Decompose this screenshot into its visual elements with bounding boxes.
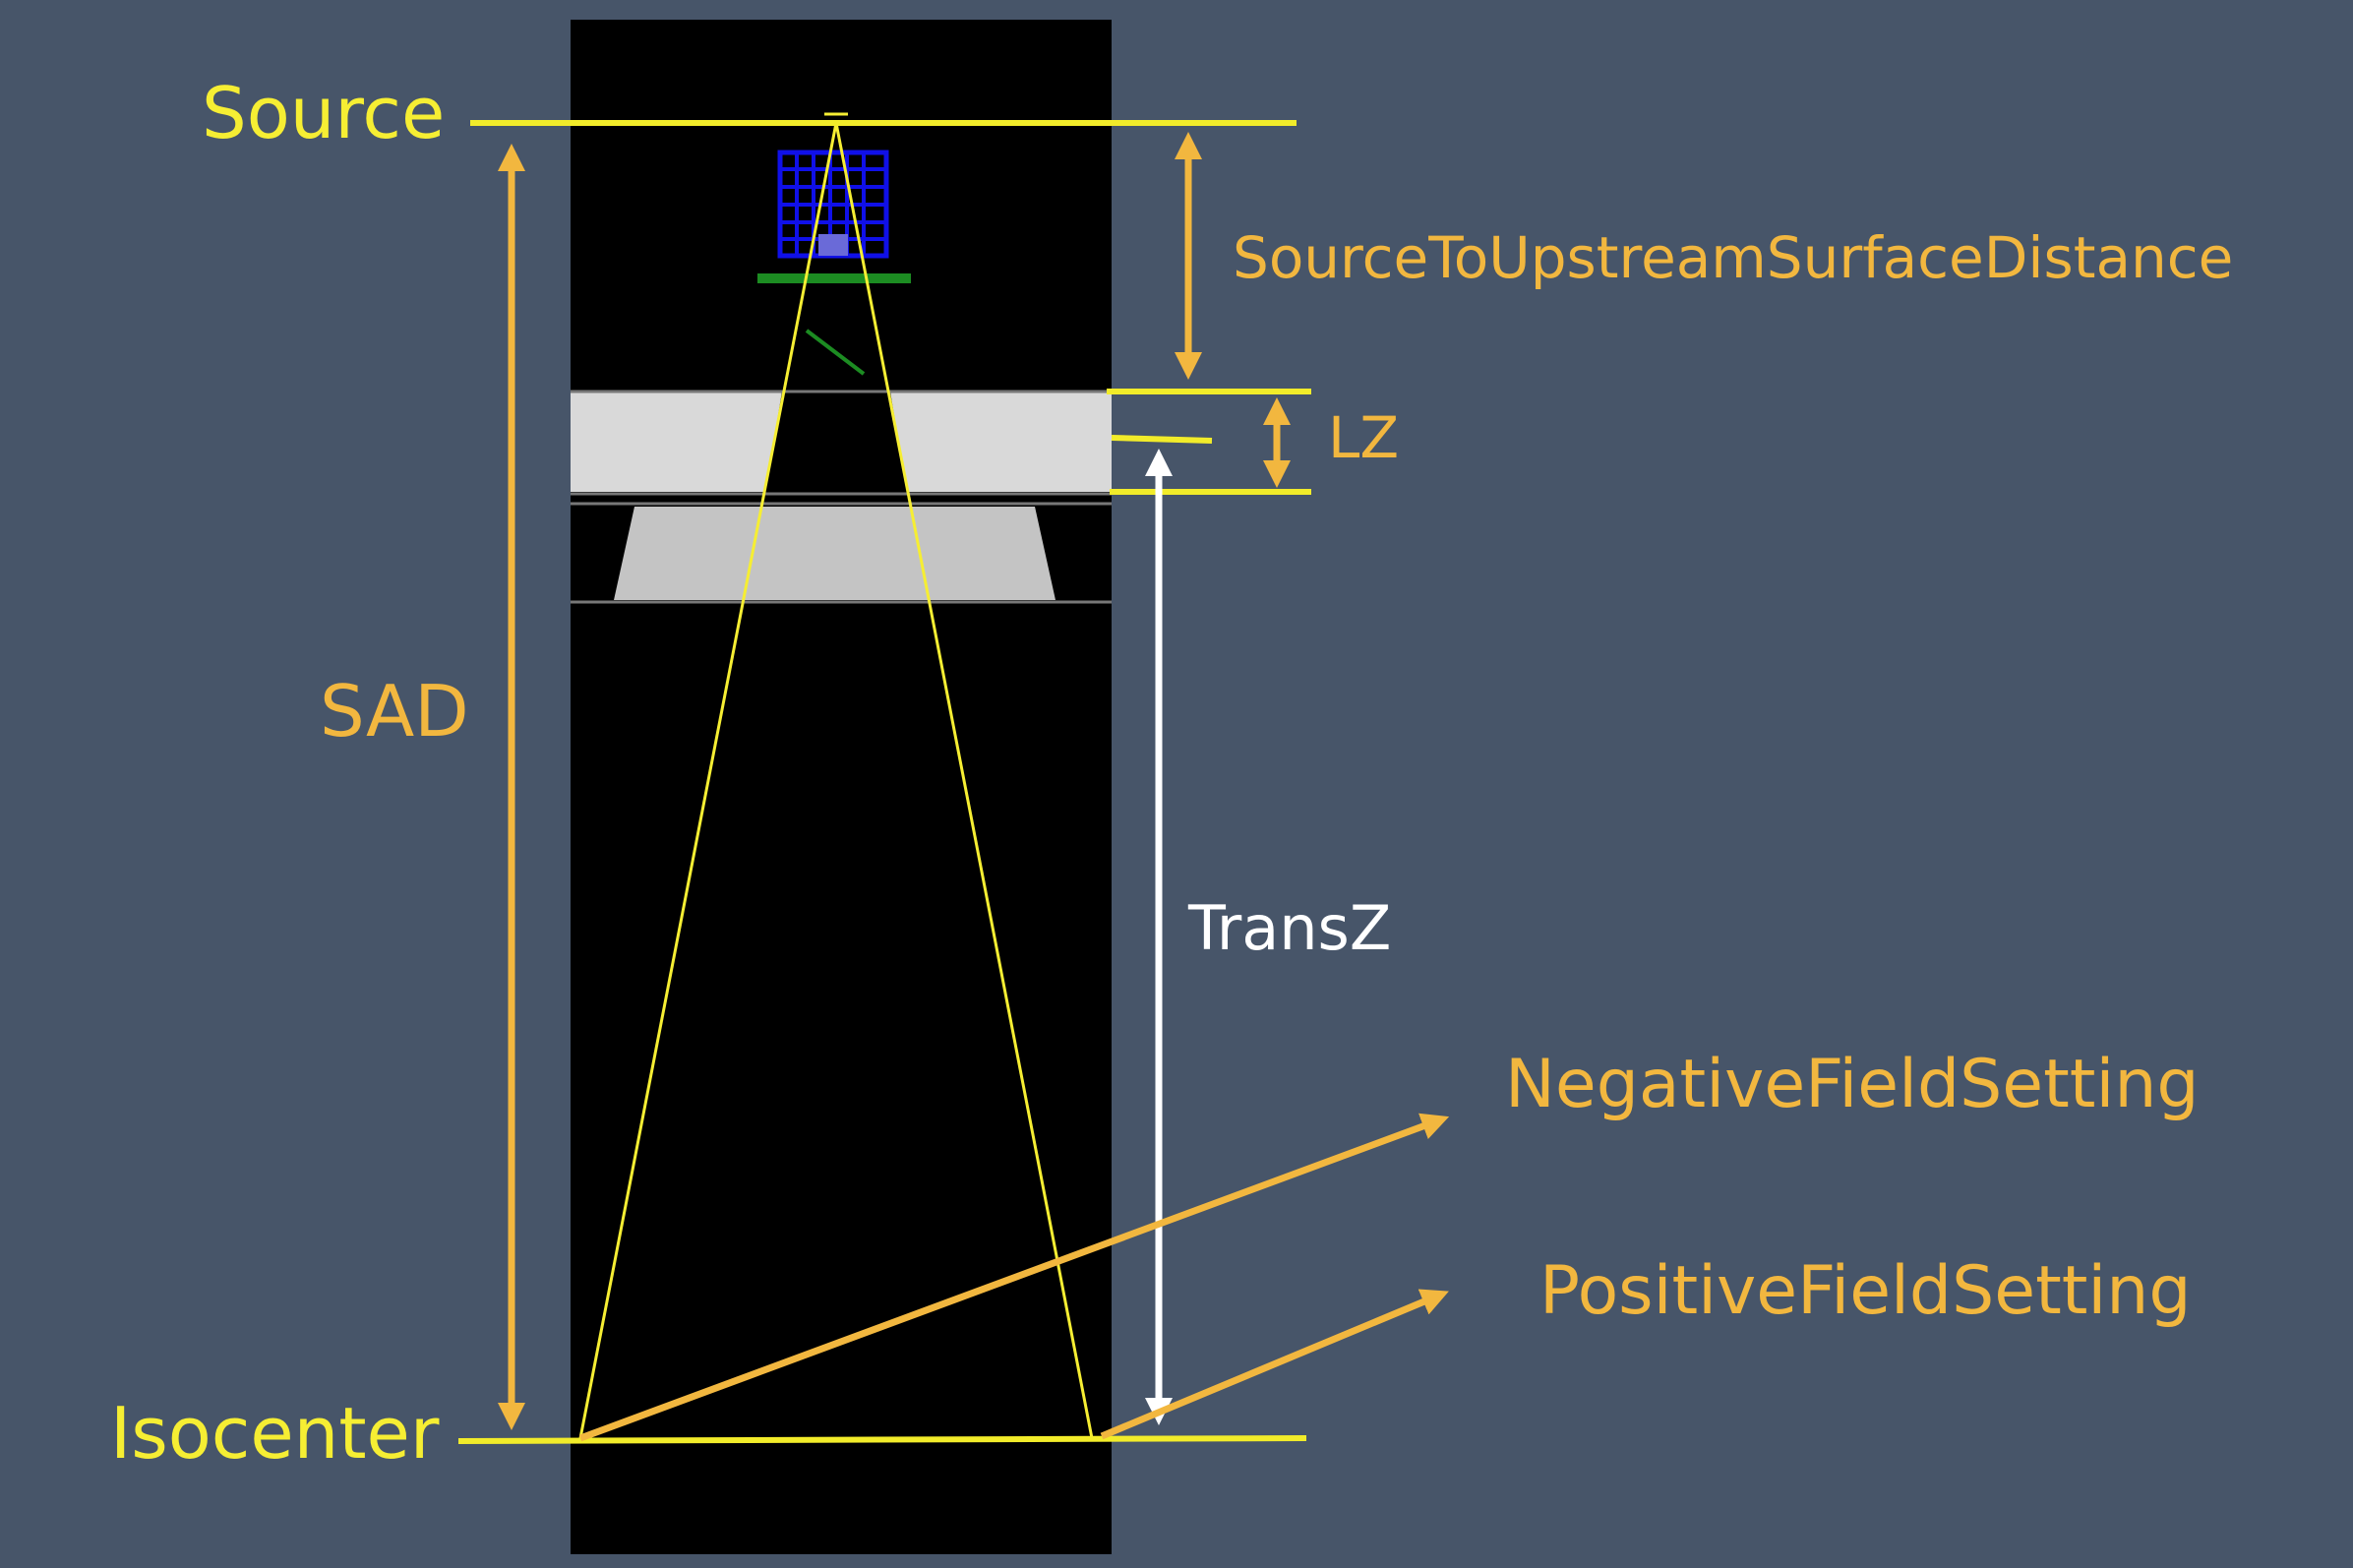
source-to-upstream-label: SourceToUpstreamSurfaceDistance [1233,224,2233,291]
transz-label: TransZ [1187,892,1391,964]
source-label: Source [202,72,445,154]
lz-label: LZ [1328,404,1399,471]
isocenter-line [457,1435,1307,1444]
isocenter-label: Isocenter [110,1392,440,1475]
panel-bottom-stub [787,1515,1062,1554]
green-diagonal-component [805,329,866,376]
transz-reference-line [1111,435,1213,444]
positive-field-label: PositiveFieldSetting [1539,1252,2192,1330]
trapezoid-block [614,507,1056,600]
upper-slab [571,392,782,492]
negative-field-arrow [578,1113,1450,1442]
positive-field-arrow [1100,1289,1449,1440]
green-plate-component [757,273,911,283]
sad-label: SAD [320,670,469,753]
beam-edge-left [578,122,838,1439]
beam-edge-right [834,122,1094,1439]
upper-slab-right [890,392,1112,492]
scanning-magnet-component [777,150,889,259]
negative-field-label: NegativeFieldSetting [1505,1046,2200,1123]
